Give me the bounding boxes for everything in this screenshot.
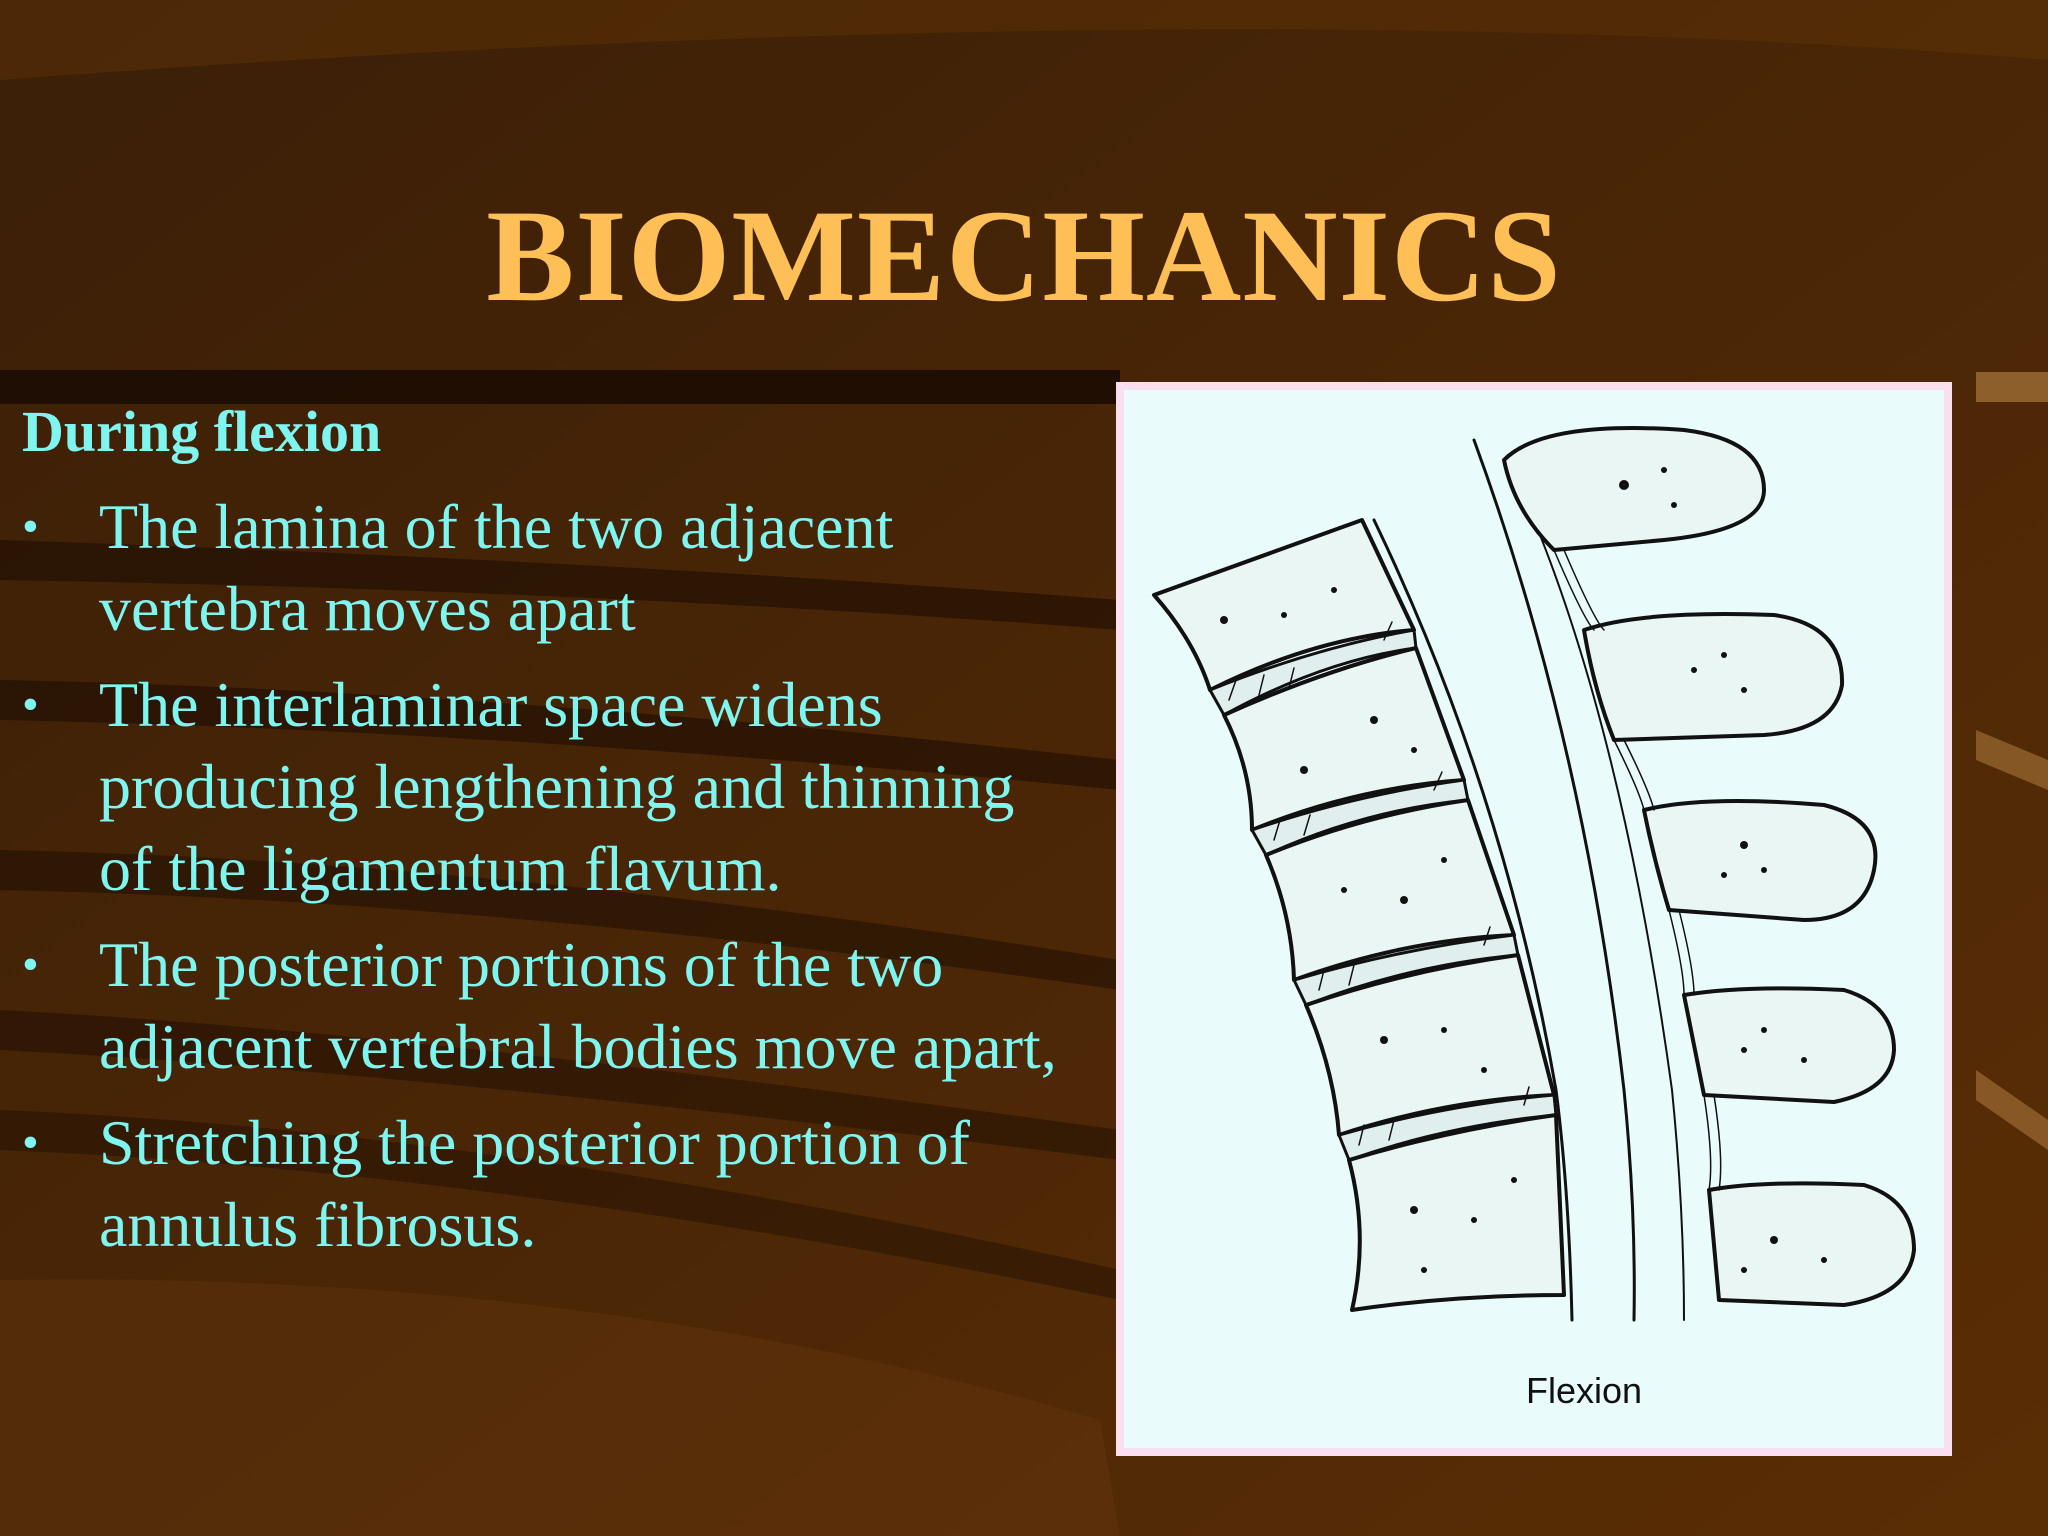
- slide-content: During flexion • The lamina of the two a…: [22, 396, 1082, 1280]
- bullet-text: The lamina of the two adjacent vertebra …: [99, 491, 894, 644]
- slide-title: BIOMECHANICS: [486, 182, 1562, 329]
- figure-caption: Flexion: [1525, 1370, 1643, 1411]
- bullet-text: The posterior portions of the two adjace…: [99, 929, 1057, 1082]
- spine-flexion-illustration: [1152, 426, 1916, 1322]
- bullet-item: • The posterior portions of the two adja…: [22, 924, 1082, 1088]
- section-subtitle: During flexion: [22, 399, 382, 464]
- vertebral-bodies: [1152, 518, 1566, 1312]
- bullet-list: • The lamina of the two adjacent vertebr…: [22, 486, 1082, 1266]
- bullet-text: The interlaminar space widens producing …: [99, 669, 1015, 904]
- spinal-canal: [1372, 438, 1685, 1322]
- bullet-item: • The lamina of the two adjacent vertebr…: [22, 486, 1082, 650]
- figure-canvas: Flexion: [1124, 390, 1944, 1448]
- spine-flexion-figure: Flexion: [1116, 382, 1952, 1456]
- bullet-marker: •: [22, 678, 39, 731]
- bullet-marker: •: [22, 1116, 39, 1169]
- bullet-marker: •: [22, 500, 39, 553]
- bullet-item: • Stretching the posterior portion of an…: [22, 1102, 1082, 1266]
- spinous-processes: [1502, 426, 1916, 1307]
- bullet-text: Stretching the posterior portion of annu…: [99, 1107, 970, 1260]
- bullet-item: • The interlaminar space widens producin…: [22, 664, 1082, 910]
- bullet-marker: •: [22, 938, 39, 991]
